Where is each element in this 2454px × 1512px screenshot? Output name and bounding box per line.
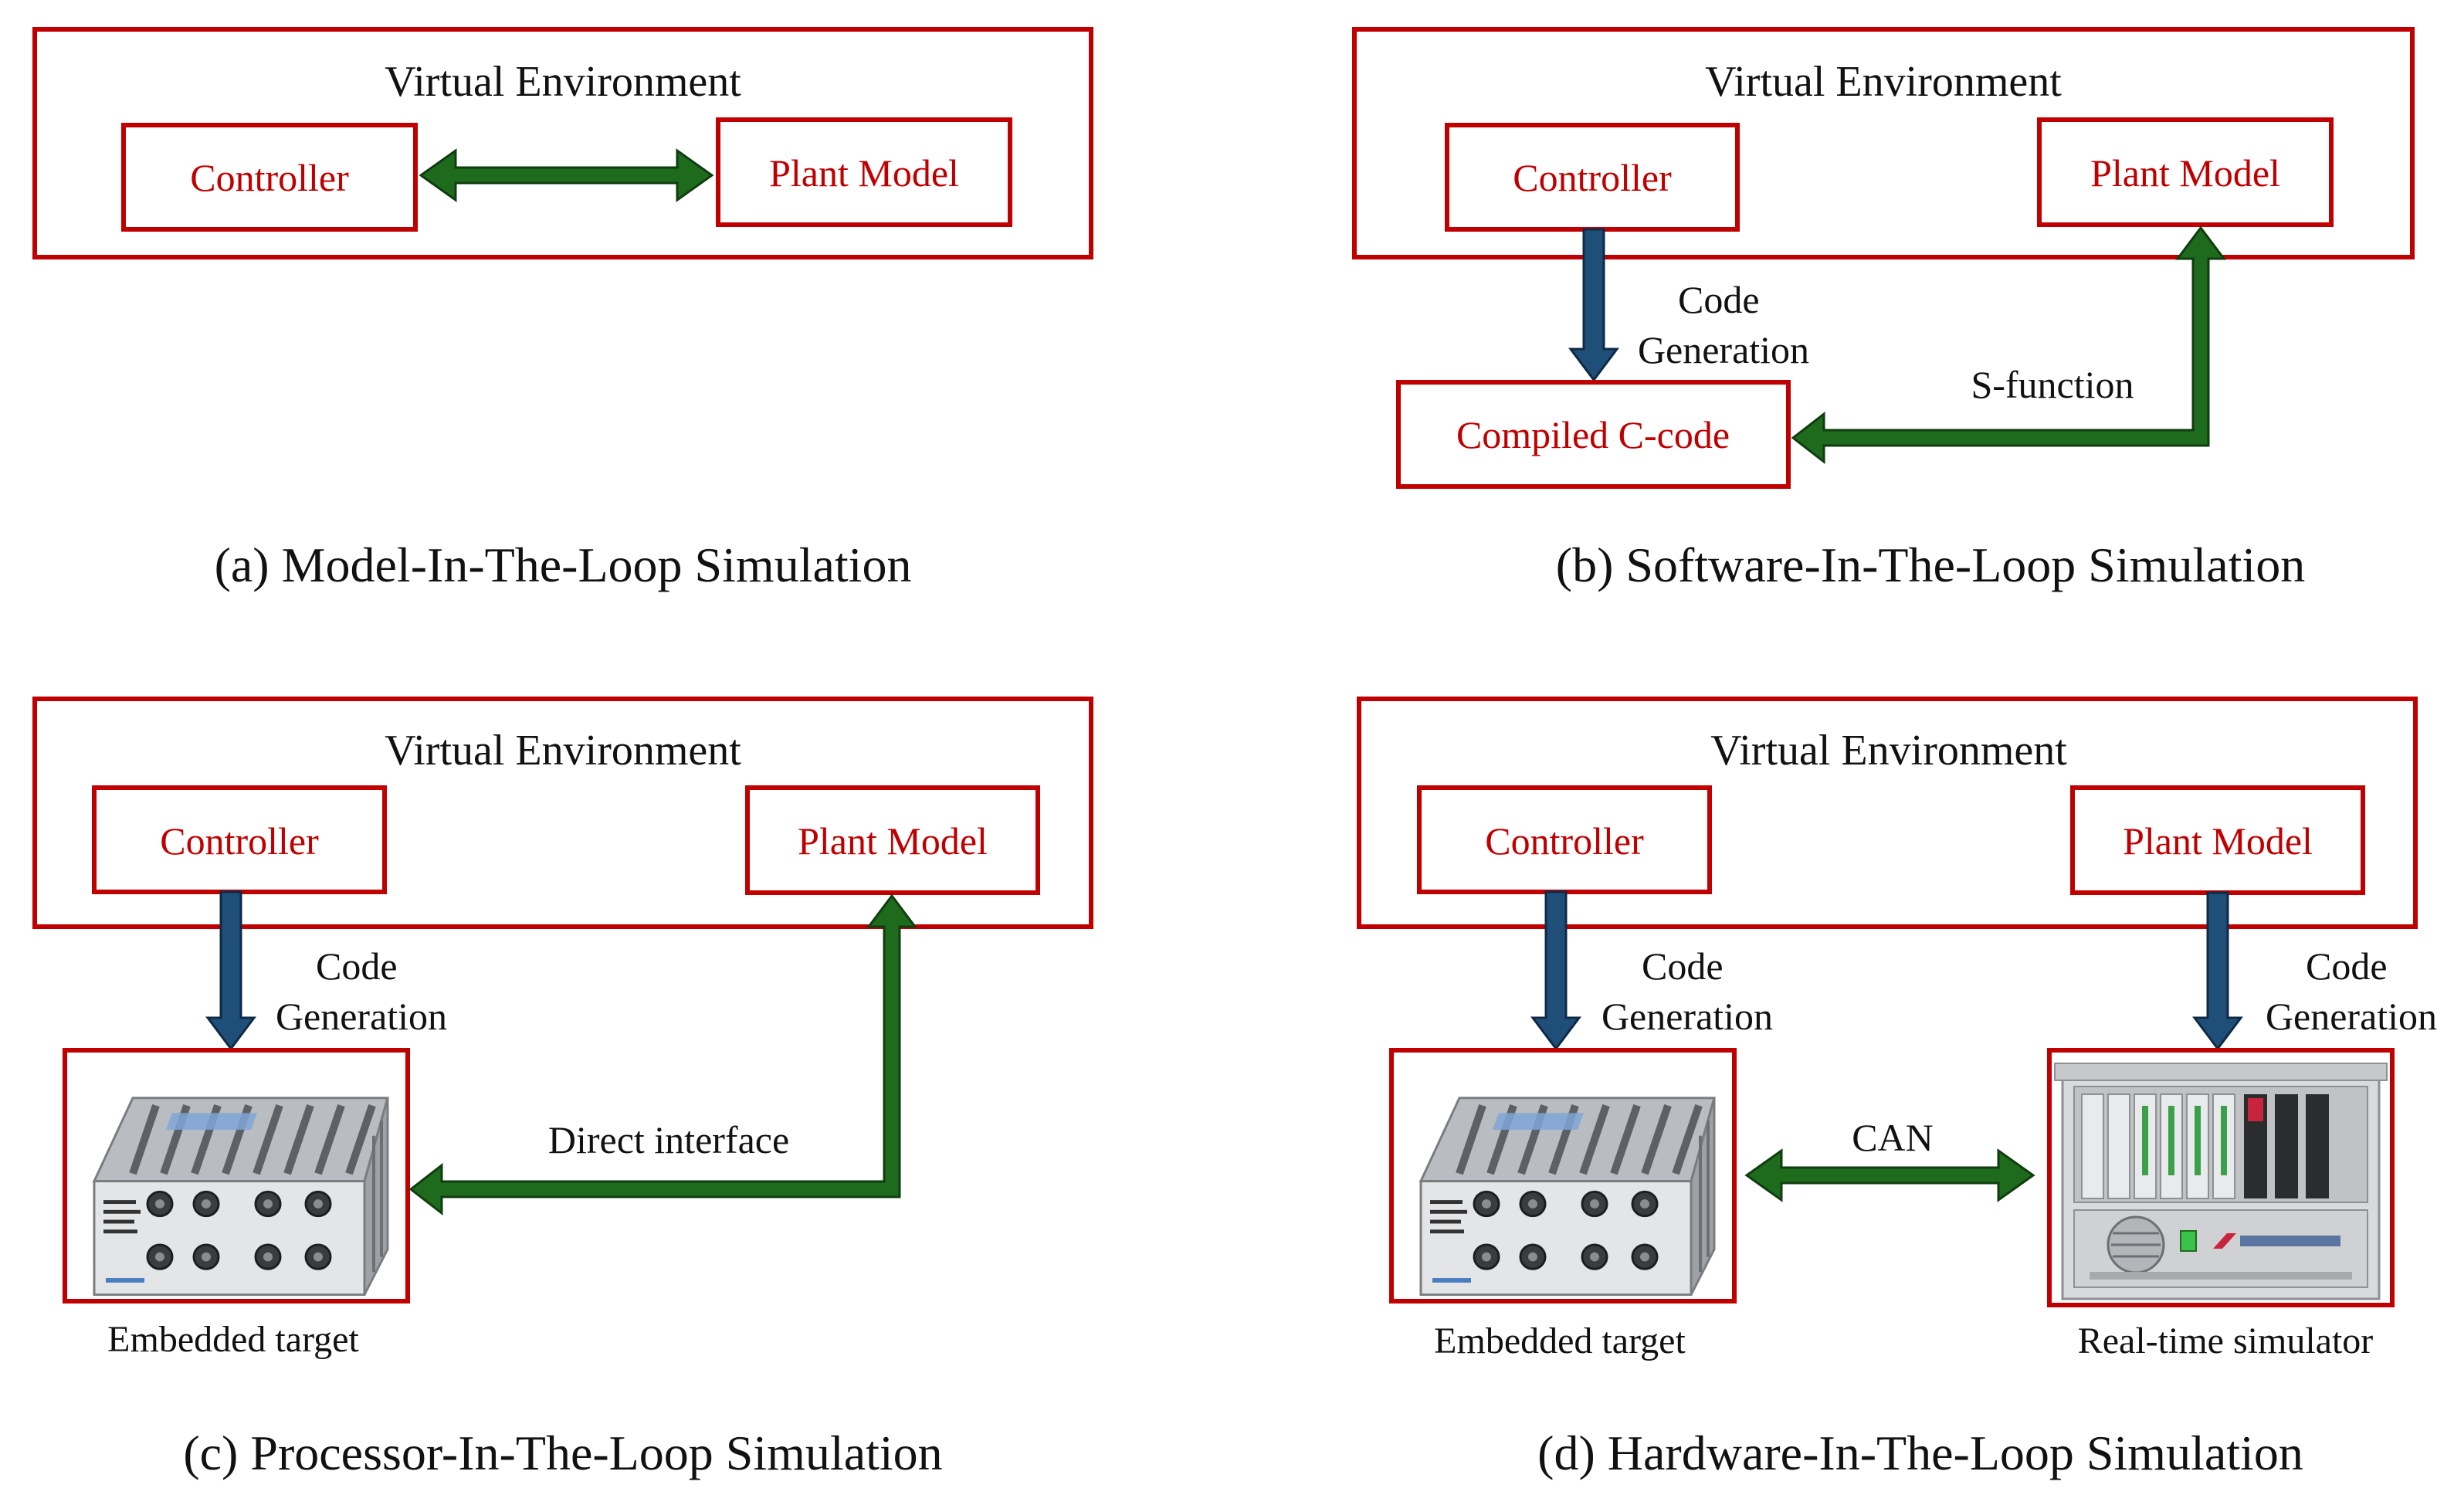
- direct-interface-label: Direct interface: [548, 1118, 789, 1161]
- caption-a: (a) Model-In-The-Loop Simulation: [215, 537, 912, 592]
- embedded-target-box: [63, 1048, 410, 1304]
- s-function-label: S-function: [1971, 363, 2134, 406]
- plant-model-label: Plant Model: [769, 151, 959, 195]
- s-function-arrow: [1791, 225, 2226, 465]
- virtual-environment-title: Virtual Environment: [385, 58, 741, 106]
- virtual-environment-box: [1357, 697, 2418, 929]
- can-label: CAN: [1852, 1116, 1934, 1159]
- plant-model-label: Plant Model: [2090, 151, 2280, 195]
- plant-model-box: [745, 785, 1040, 895]
- code-generation-label: Code Generation: [276, 944, 447, 1038]
- embedded-target-label: Embedded target: [107, 1319, 359, 1360]
- caption-c: (c) Processor-In-The-Loop Simulation: [183, 1426, 942, 1480]
- code-generation-arrow: [1568, 228, 1619, 382]
- virtual-environment-title: Virtual Environment: [385, 727, 741, 775]
- code-generation-label-left: Code Generation: [1602, 944, 1773, 1038]
- controller-box: [121, 123, 418, 232]
- controller-label: Controller: [190, 156, 349, 199]
- virtual-environment-box: [1352, 27, 2415, 259]
- panel-a-model-in-the-loop: Virtual Environment Controller Plant Mod…: [32, 27, 1093, 592]
- compiled-c-code-box: [1396, 380, 1791, 489]
- embedded-target-device-icon: [1421, 1098, 1714, 1295]
- controller-label: Controller: [1485, 819, 1644, 863]
- embedded-target-label: Embedded target: [1434, 1320, 1686, 1361]
- virtual-environment-title: Virtual Environment: [1705, 58, 2062, 106]
- bidirectional-arrow: [419, 148, 714, 202]
- plant-model-label: Plant Model: [798, 819, 988, 863]
- panel-d-hardware-in-the-loop: Virtual Environment Controller Plant Mod…: [1357, 697, 2437, 1480]
- code-generation-label: Code Generation: [1638, 278, 1809, 371]
- compiled-c-code-label: Compiled C-code: [1456, 413, 1730, 456]
- plant-model-label: Plant Model: [2123, 819, 2313, 863]
- code-generation-arrow-left: [1530, 890, 1581, 1051]
- plant-model-box: [716, 117, 1012, 227]
- direct-interface-arrow: [408, 893, 917, 1216]
- realtime-simulator-label: Real-time simulator: [2078, 1320, 2374, 1361]
- realtime-simulator-box: [2047, 1048, 2395, 1307]
- caption-d: (d) Hardware-In-The-Loop Simulation: [1537, 1426, 2303, 1480]
- controller-label: Controller: [160, 819, 319, 863]
- can-bidirectional-arrow: [1744, 1148, 2035, 1202]
- virtual-environment-box: [32, 27, 1093, 259]
- panel-b-software-in-the-loop: Virtual Environment Controller Plant Mod…: [1352, 27, 2415, 592]
- virtual-environment-box: [32, 697, 1093, 929]
- code-generation-arrow-right: [2192, 891, 2243, 1051]
- controller-label: Controller: [1513, 156, 1672, 199]
- code-generation-label-right: Code Generation: [2266, 944, 2437, 1038]
- plant-model-box: [2037, 117, 2334, 227]
- embedded-target-box: [1389, 1048, 1737, 1304]
- code-generation-arrow: [205, 890, 256, 1051]
- panel-c-processor-in-the-loop: Virtual Environment Controller Plant Mod…: [32, 697, 1093, 1480]
- realtime-simulator-rack-icon: [2053, 1062, 2388, 1300]
- caption-b: (b) Software-In-The-Loop Simulation: [1556, 537, 2305, 592]
- virtual-environment-title: Virtual Environment: [1710, 727, 2067, 775]
- embedded-target-device-icon: [94, 1098, 388, 1295]
